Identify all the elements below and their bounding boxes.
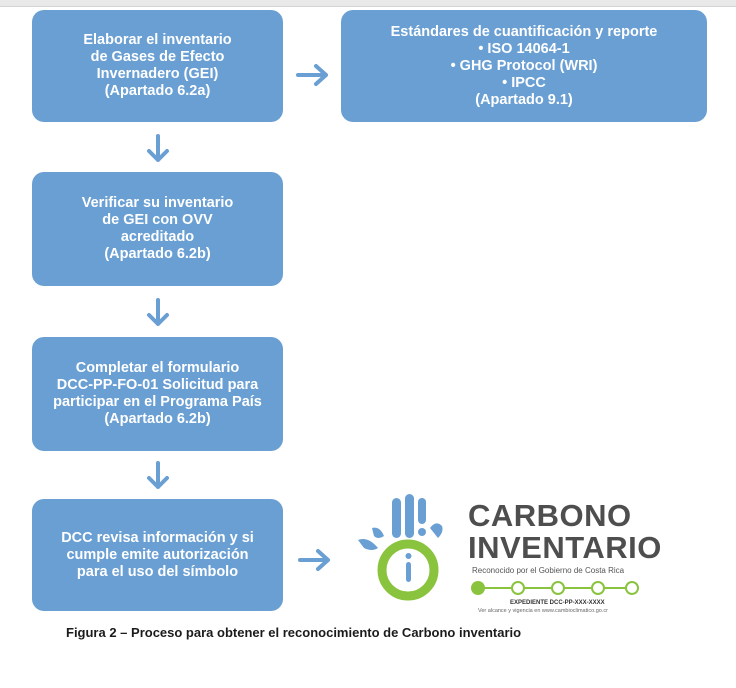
- box-line: (Apartado 6.2b): [104, 411, 211, 427]
- box-line: de Gases de Efecto: [90, 49, 225, 65]
- box-line: • ISO 14064-1: [478, 40, 570, 57]
- hand-icon: [358, 494, 443, 601]
- box-line: (Apartado 9.1): [475, 91, 573, 108]
- box-line: de GEI con OVV: [102, 212, 213, 228]
- step-box-verify: Verificar su inventario de GEI con OVV a…: [32, 172, 283, 286]
- box-line: • GHG Protocol (WRI): [450, 57, 598, 74]
- box-line: (Apartado 6.2a): [104, 83, 211, 99]
- step-box-form: Completar el formulario DCC-PP-FO-01 Sol…: [32, 337, 283, 451]
- logo-progress-dots: [471, 581, 639, 595]
- arrow-right-icon: [296, 64, 328, 86]
- arrow-down-icon: [147, 298, 169, 326]
- carbono-inventario-logo: CARBONO INVENTARIO Reconocido por el Gob…: [350, 490, 661, 620]
- box-line: • IPCC: [502, 74, 546, 91]
- standards-box: Estándares de cuantificación y reporte •…: [341, 10, 707, 122]
- box-line: para el uso del símbolo: [76, 563, 239, 580]
- box-line: Completar el formulario: [75, 360, 240, 376]
- box-line: DCC revisa información y si: [61, 529, 254, 546]
- box-line: acreditado: [120, 229, 195, 245]
- page-top-border: [0, 0, 736, 7]
- box-line: cumple emite autorización: [66, 546, 249, 563]
- arrow-down-icon: [147, 461, 169, 489]
- logo-url-text: Ver alcance y vigencia en www.cambioclim…: [478, 608, 608, 614]
- step-box-inventory: Elaborar el inventario de Gases de Efect…: [32, 10, 283, 122]
- logo-subtitle: Reconocido por el Gobierno de Costa Rica: [472, 566, 625, 575]
- arrow-down-icon: [147, 134, 169, 162]
- box-line: Verificar su inventario: [81, 195, 234, 211]
- box-line: (Apartado 6.2b): [104, 246, 211, 262]
- arrow-right-icon: [298, 549, 330, 571]
- box-line: Estándares de cuantificación y reporte: [390, 23, 658, 40]
- step-box-authorization: DCC revisa información y si cumple emite…: [32, 499, 283, 611]
- logo-expediente: EXPEDIENTE DCC-PP-XXX-XXXX: [510, 600, 605, 606]
- box-line: participar en el Programa País: [53, 394, 262, 410]
- box-line: DCC-PP-FO-01 Solicitud para: [56, 377, 259, 393]
- figure-caption: Figura 2 – Proceso para obtener el recon…: [66, 625, 522, 640]
- box-line: Elaborar el inventario: [83, 32, 232, 48]
- logo-title-line1: CARBONO: [468, 498, 632, 533]
- logo-title-line2: INVENTARIO: [468, 530, 662, 565]
- box-line: Invernadero (GEI): [96, 66, 219, 82]
